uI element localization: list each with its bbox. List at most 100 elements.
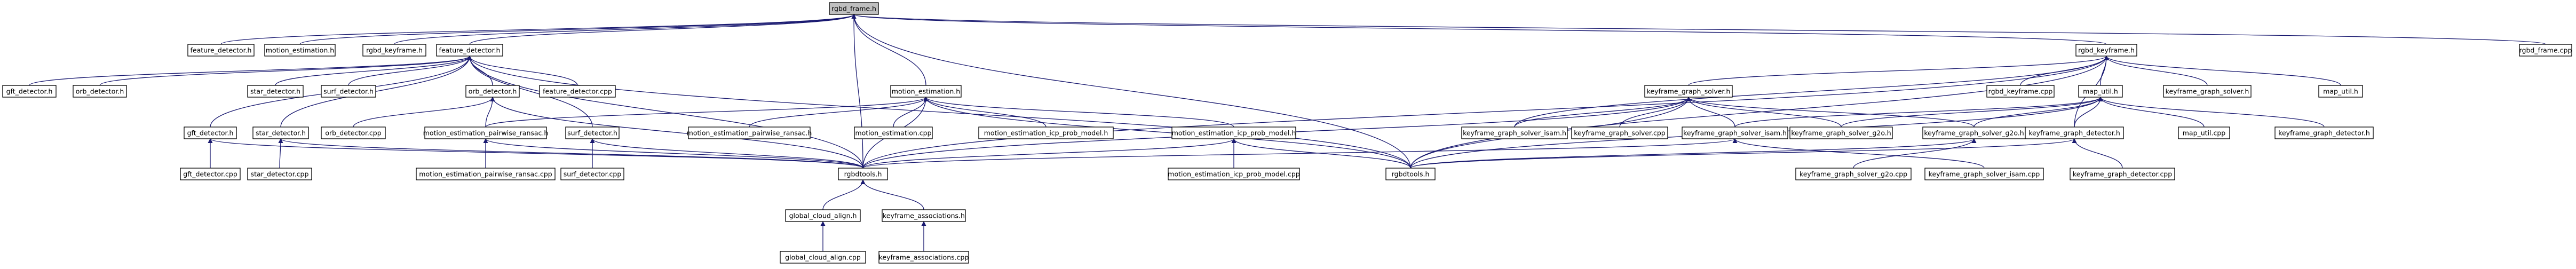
file-node-motion-estimation-cpp[interactable]: motion_estimation.cpp: [854, 126, 933, 139]
file-node-meicp-h2[interactable]: motion_estimation_icp_prob_model.h: [1171, 126, 1296, 139]
file-node-rgbd-keyframe-h2[interactable]: rgbd_keyframe.h: [2075, 44, 2137, 57]
file-node-box: [180, 168, 241, 180]
file-node-map-util-h2[interactable]: map_util.h: [2318, 85, 2363, 98]
include-edge-rgbdtools_h2-to-rgbd_keyframe_h2: [1410, 56, 2109, 169]
file-node-box: [882, 209, 966, 222]
file-node-rgbdtools-h2[interactable]: rgbdtools.h: [1385, 168, 1436, 180]
file-node-kgsg-h2[interactable]: keyframe_graph_solver_g2o.h: [1922, 126, 2026, 139]
file-node-mepr-h2[interactable]: motion_estimation_pairwise_ransac.h: [687, 126, 812, 139]
file-node-label: map_util.h: [2323, 88, 2358, 96]
file-node-box: [321, 126, 386, 139]
file-node-label: keyframe_graph_solver_isam.h: [1463, 129, 1566, 137]
file-node-label: keyframe_associations.cpp: [879, 254, 969, 262]
file-node-label: motion_estimation_icp_prob_model.h: [1172, 129, 1296, 137]
file-node-label: feature_detector.cpp: [543, 88, 612, 96]
include-edge-orb_detector_h-to-feature_detector_h2: [99, 56, 472, 86]
file-node-star-detector-h[interactable]: star_detector.h: [247, 85, 304, 98]
file-node-box: [1385, 168, 1436, 180]
file-node-box: [2, 85, 57, 98]
file-node-orb-detector-h[interactable]: orb_detector.h: [73, 85, 127, 98]
include-edge-motion_estimation_h2-to-rgbd_frame_h: [851, 14, 926, 86]
file-node-box: [2318, 85, 2363, 98]
file-node-kgs-cpp[interactable]: keyframe_graph_solver.cpp: [1571, 126, 1668, 139]
include-edge-kgsi_cpp-to-kgsi_h2: [1732, 138, 1985, 169]
file-node-feature-detector-h2[interactable]: feature_detector.h: [436, 44, 503, 57]
file-node-box: [2025, 126, 2124, 139]
file-node-gca-cpp[interactable]: global_cloud_align.cpp: [780, 251, 866, 264]
file-node-box: [565, 126, 620, 139]
file-node-label: orb_detector.h: [469, 88, 517, 96]
file-node-label: keyframe_associations.h: [883, 212, 965, 220]
file-node-kgs-h[interactable]: keyframe_graph_solver.h: [1644, 85, 1733, 98]
file-node-ka-h[interactable]: keyframe_associations.h: [882, 209, 966, 222]
file-node-rgbdtools-h[interactable]: rgbdtools.h: [838, 168, 888, 180]
file-node-box: [184, 126, 237, 139]
file-node-star-detector-cpp[interactable]: star_detector.cpp: [247, 168, 312, 180]
include-edge-rgbdtools_h-to-surf_detector_h3: [590, 138, 863, 169]
file-node-kgd-h[interactable]: keyframe_graph_detector.h: [2025, 126, 2124, 139]
file-node-meicp-cpp[interactable]: motion_estimation_icp_prob_model.cpp: [1168, 168, 1300, 180]
file-node-box: [878, 251, 969, 264]
file-node-kgd-h2[interactable]: keyframe_graph_detector.h: [2274, 126, 2374, 139]
file-node-motion-estimation-h[interactable]: motion_estimation.h: [264, 44, 336, 57]
file-node-orb-detector-cpp[interactable]: orb_detector.cpp: [321, 126, 386, 139]
include-edge-rgbd_keyframe_h2-to-rgbd_frame_h: [852, 14, 2107, 45]
file-node-label: star_detector.h: [256, 129, 306, 137]
file-node-rgbd-keyframe-cpp[interactable]: rgbd_keyframe.cpp: [1986, 85, 2055, 98]
file-node-orb-detector-h2[interactable]: orb_detector.h: [465, 85, 520, 98]
file-node-kgsg-cpp[interactable]: keyframe_graph_solver_g2o.cpp: [1795, 168, 1912, 180]
file-node-meicp-h[interactable]: motion_estimation_icp_prob_model.h: [978, 126, 1114, 139]
file-node-rgbd-frame-cpp[interactable]: rgbd_frame.cpp: [2519, 44, 2572, 57]
file-node-label: keyframe_graph_solver.h: [1647, 88, 1731, 96]
file-node-kgsg-h[interactable]: keyframe_graph_solver_g2o.h: [1789, 126, 1893, 139]
file-node-box: [1644, 85, 1733, 98]
file-node-gft-detector-h2[interactable]: gft_detector.h: [184, 126, 237, 139]
file-node-label: motion_estimation_pairwise_ransac.h: [687, 129, 812, 137]
file-node-box: [1461, 126, 1568, 139]
file-node-mepr-h[interactable]: motion_estimation_pairwise_ransac.h: [423, 126, 549, 139]
file-node-kgs-h2[interactable]: keyframe_graph_solver.h: [2163, 85, 2252, 98]
file-node-mepr-cpp[interactable]: motion_estimation_pairwise_ransac.cpp: [416, 168, 556, 180]
file-node-label: star_detector.h: [250, 88, 300, 96]
include-edge-motion_estimation_h-to-rgbd_frame_h: [299, 14, 857, 45]
file-node-rgbd-keyframe-h[interactable]: rgbd_keyframe.h: [362, 44, 426, 57]
file-node-label: orb_detector.h: [76, 88, 124, 96]
file-node-kgsi-h[interactable]: keyframe_graph_solver_isam.h: [1461, 126, 1568, 139]
file-node-feature-detector-cpp[interactable]: feature_detector.cpp: [539, 85, 616, 98]
include-edge-gft_detector_h-to-feature_detector_h2: [29, 56, 472, 86]
file-node-motion-estimation-h2[interactable]: motion_estimation.h: [890, 85, 962, 98]
file-node-box: [2274, 126, 2374, 139]
file-node-gca-h[interactable]: global_cloud_align.h: [785, 209, 861, 222]
file-node-feature-detector-h[interactable]: feature_detector.h: [187, 44, 255, 57]
file-node-box: [1986, 85, 2055, 98]
include-edge-ka_h-to-rgbdtools_h: [860, 179, 924, 210]
file-node-ka-cpp[interactable]: keyframe_associations.cpp: [878, 251, 969, 264]
file-node-map-util-cpp[interactable]: map_util.cpp: [2178, 126, 2230, 139]
include-edge-kgsg_h-to-map_util_h: [1841, 97, 2103, 128]
file-node-box: [838, 168, 888, 180]
include-edge-rgbdtools_h2-to-meicp_h2: [1231, 138, 1411, 169]
file-node-map-util-h[interactable]: map_util.h: [2078, 85, 2123, 98]
file-node-star-detector-h2[interactable]: star_detector.h: [252, 126, 309, 139]
file-node-kgd-cpp[interactable]: keyframe_graph_detector.cpp: [2070, 168, 2175, 180]
include-edge-orb_detector_cpp-to-orb_detector_h2: [353, 97, 495, 128]
include-edge-rgbdtools_h-to-kgsi_h2: [862, 138, 1738, 169]
file-node-label: keyframe_graph_detector.h: [2278, 129, 2370, 137]
file-node-rgbd-frame-h[interactable]: rgbd_frame.h: [829, 2, 879, 15]
file-node-gft-detector-h[interactable]: gft_detector.h: [2, 85, 57, 98]
file-node-label: keyframe_graph_solver_g2o.cpp: [1800, 170, 1907, 178]
file-node-label: star_detector.cpp: [251, 170, 309, 178]
include-edge-kgsg_h2-to-map_util_h: [1973, 97, 2103, 128]
file-node-box: [73, 85, 127, 98]
file-node-box: [854, 126, 933, 139]
file-node-surf-detector-h[interactable]: surf_detector.h: [321, 85, 376, 98]
file-node-box: [321, 85, 376, 98]
file-node-box: [560, 168, 624, 180]
file-node-gft-detector-cpp[interactable]: gft_detector.cpp: [180, 168, 241, 180]
file-node-box: [187, 44, 255, 57]
file-node-box: [688, 126, 811, 139]
file-node-kgsi-cpp[interactable]: keyframe_graph_solver_isam.cpp: [1924, 168, 2044, 180]
file-node-surf-detector-h3[interactable]: surf_detector.h: [565, 126, 620, 139]
file-node-kgsi-h2[interactable]: keyframe_graph_solver_isam.h: [1682, 126, 1788, 139]
file-node-surf-detector-cpp[interactable]: surf_detector.cpp: [560, 168, 624, 180]
